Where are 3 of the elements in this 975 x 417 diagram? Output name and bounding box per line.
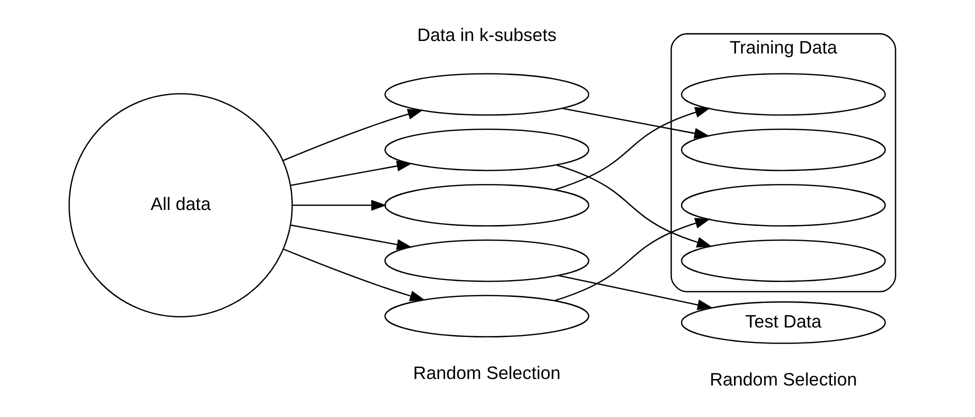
label: Random Selection	[710, 369, 858, 390]
label: Random Selection	[413, 362, 561, 383]
label: Data in k-subsets	[417, 25, 557, 46]
